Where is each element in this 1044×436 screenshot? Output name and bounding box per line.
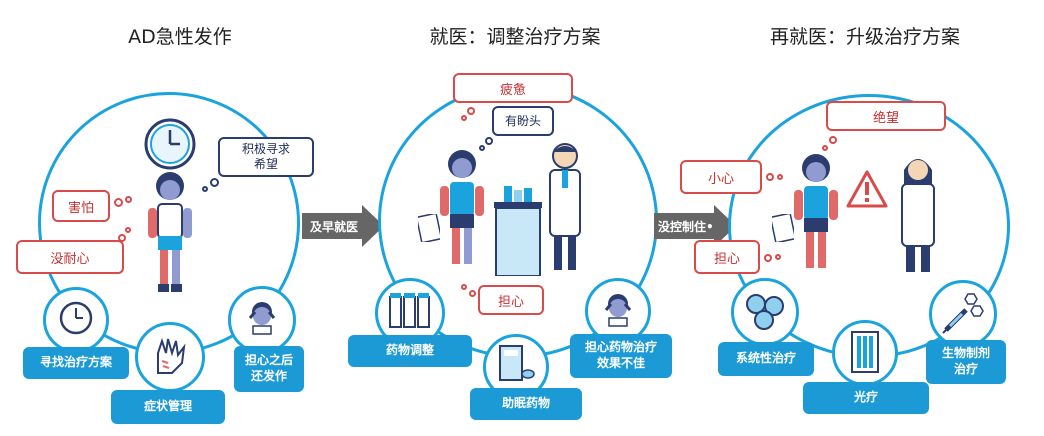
emotion-dot [118,234,126,242]
worried-face-icon [604,294,632,327]
drug-worry-label: 担心药物治疗 效果不佳 [570,334,672,378]
arrow-icon [654,205,736,247]
biologic-text: 生物制剂 治疗 [941,346,990,376]
patient-figure [148,172,192,292]
emotion-worry-text: 担心 [497,294,524,310]
emotion-dot [822,145,828,151]
emotion-tired-bubble: 疲惫 [453,73,573,103]
emotion-tired-text: 疲惫 [499,82,526,98]
emotion-worry-text: 担心 [713,251,740,267]
emotion-dot [125,196,132,203]
worry-text: 担心之后 还发作 [244,353,293,383]
emotion-dot [125,227,131,233]
find-treatment-text: 寻找治疗方案 [39,355,112,370]
systemic-circle [731,278,799,346]
thought-dot [479,145,485,151]
emotion-fear-text: 害怕 [67,200,94,216]
thought-bubble-hope: 积极寻求 希望 [218,137,314,177]
find-treatment-label: 寻找治疗方案 [23,347,129,379]
emotion-impatient-text: 没耐心 [50,251,90,267]
clock-icon [59,301,93,335]
doctor-figure [901,159,935,272]
thought-dot [485,137,493,145]
stage-1-title: AD急性发作 [128,26,232,48]
emotion-despair-text: 绝望 [872,110,899,126]
patient-figure [440,150,484,264]
worried-face-icon [248,302,276,335]
drug-worry-text: 担心药物治疗 效果不佳 [584,340,657,370]
sleep-aid-label: 助眠药物 [470,388,582,420]
thought-dot [202,186,208,192]
systemic-label: 系统性治疗 [718,342,814,376]
doctor-figure [549,143,581,270]
light-therapy-label: 光疗 [803,382,929,414]
emotion-worry-bubble: 担心 [694,240,760,274]
emotion-despair-bubble: 绝望 [826,101,946,131]
clock-icon [144,118,196,170]
emotion-careful-text: 小心 [707,171,734,187]
symptom-text: 症状管理 [143,399,192,414]
pharmacy-counter [494,186,542,276]
emotion-careful-bubble: 小心 [680,160,762,194]
emotion-fear-bubble: 害怕 [52,190,110,222]
emotion-dot [114,198,123,207]
drug-adjust-text: 药物调整 [385,343,434,358]
prescription-icon [418,214,440,242]
arrow-label-uncontrolled: 没控制住• [658,220,714,234]
arrow-icon [302,205,384,247]
arrow-label-early: 及早就医 [310,220,359,234]
systemic-text: 系统性治疗 [735,351,796,366]
itchy-hand-icon [157,337,186,374]
stage-3-title: 再就医：升级治疗方案 [769,26,960,48]
emotion-dot [766,173,774,181]
emotion-dot [467,107,475,115]
medicine-tubes-icon [389,293,430,328]
syringe-icon [942,293,984,334]
emotion-impatient-bubble: 没耐心 [16,240,124,274]
drug-adjust-label: 药物调整 [348,335,472,367]
thought-dot [210,178,219,187]
light-therapy-text: 光疗 [853,390,878,405]
thought-hope-text: 有盼头 [504,113,541,128]
emotion-dot [775,254,781,260]
worry-label: 担心之后 还发作 [234,346,304,392]
light-panel-icon [851,331,879,373]
emotion-worry-bubble: 担心 [478,285,544,315]
stage-2-title: 就医：调整治疗方案 [429,26,601,48]
thought-hope-text: 积极寻求 希望 [241,142,290,171]
emotion-dot [461,115,467,121]
symptom-label: 症状管理 [111,390,225,424]
warning-icon [846,170,888,208]
emotion-dot [764,254,772,262]
pill-bottle-icon [499,345,535,381]
prescription-icon [772,214,794,242]
emotion-dot [777,174,783,180]
pills-icon [746,294,784,330]
biologic-label: 生物制剂 治疗 [926,340,1006,384]
emotion-dot [461,284,467,290]
thought-bubble-hope: 有盼头 [492,106,554,136]
emotion-dot [829,136,837,144]
sleep-aid-text: 助眠药物 [501,396,550,411]
emotion-dot [469,290,476,297]
patient-figure [794,154,838,268]
